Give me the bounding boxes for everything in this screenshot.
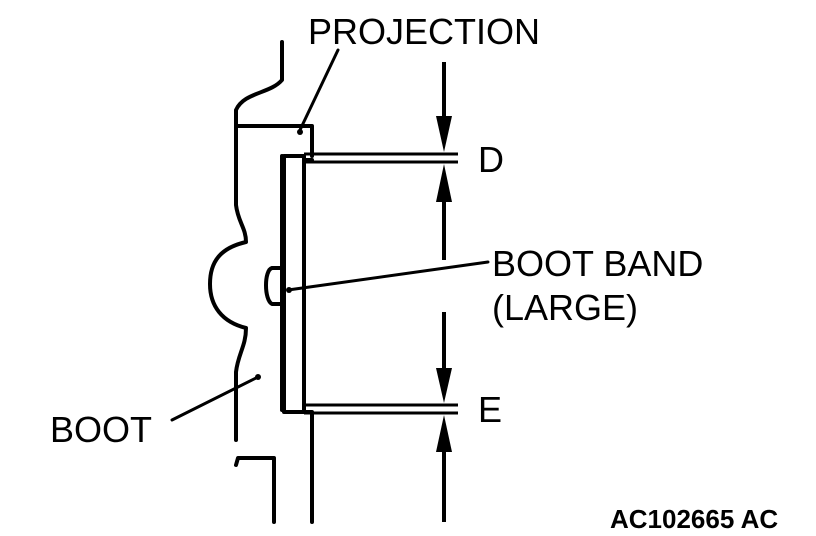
boot-band-large <box>282 154 306 414</box>
boot-band-leader <box>286 260 490 292</box>
projection-leader-dot <box>297 129 303 135</box>
dimension-d-label: D <box>478 139 504 180</box>
boot-label: BOOT <box>50 409 152 450</box>
dimension-e-label: E <box>478 389 502 430</box>
boot-leader <box>170 376 258 422</box>
boot-band-label: BOOT BAND <box>492 243 703 284</box>
boot-band-leader-dot <box>286 287 292 293</box>
dim-e-arrowhead-up <box>436 415 452 452</box>
boot-band-clip <box>264 266 286 306</box>
boot-top-cap <box>234 124 314 158</box>
projection-label: PROJECTION <box>308 11 540 52</box>
boot-outer-profile <box>208 40 284 442</box>
dim-d-arrowhead-up <box>436 164 452 202</box>
dim-e-arrowhead-down <box>436 368 452 403</box>
boot-lower-step <box>234 456 276 524</box>
boot-leader-dot <box>255 374 261 380</box>
boot-band-size-label: (LARGE) <box>492 287 638 328</box>
figure-code: AC102665 AC <box>610 504 778 534</box>
projection-leader <box>298 48 340 132</box>
dim-d-arrowhead-down <box>436 116 452 152</box>
